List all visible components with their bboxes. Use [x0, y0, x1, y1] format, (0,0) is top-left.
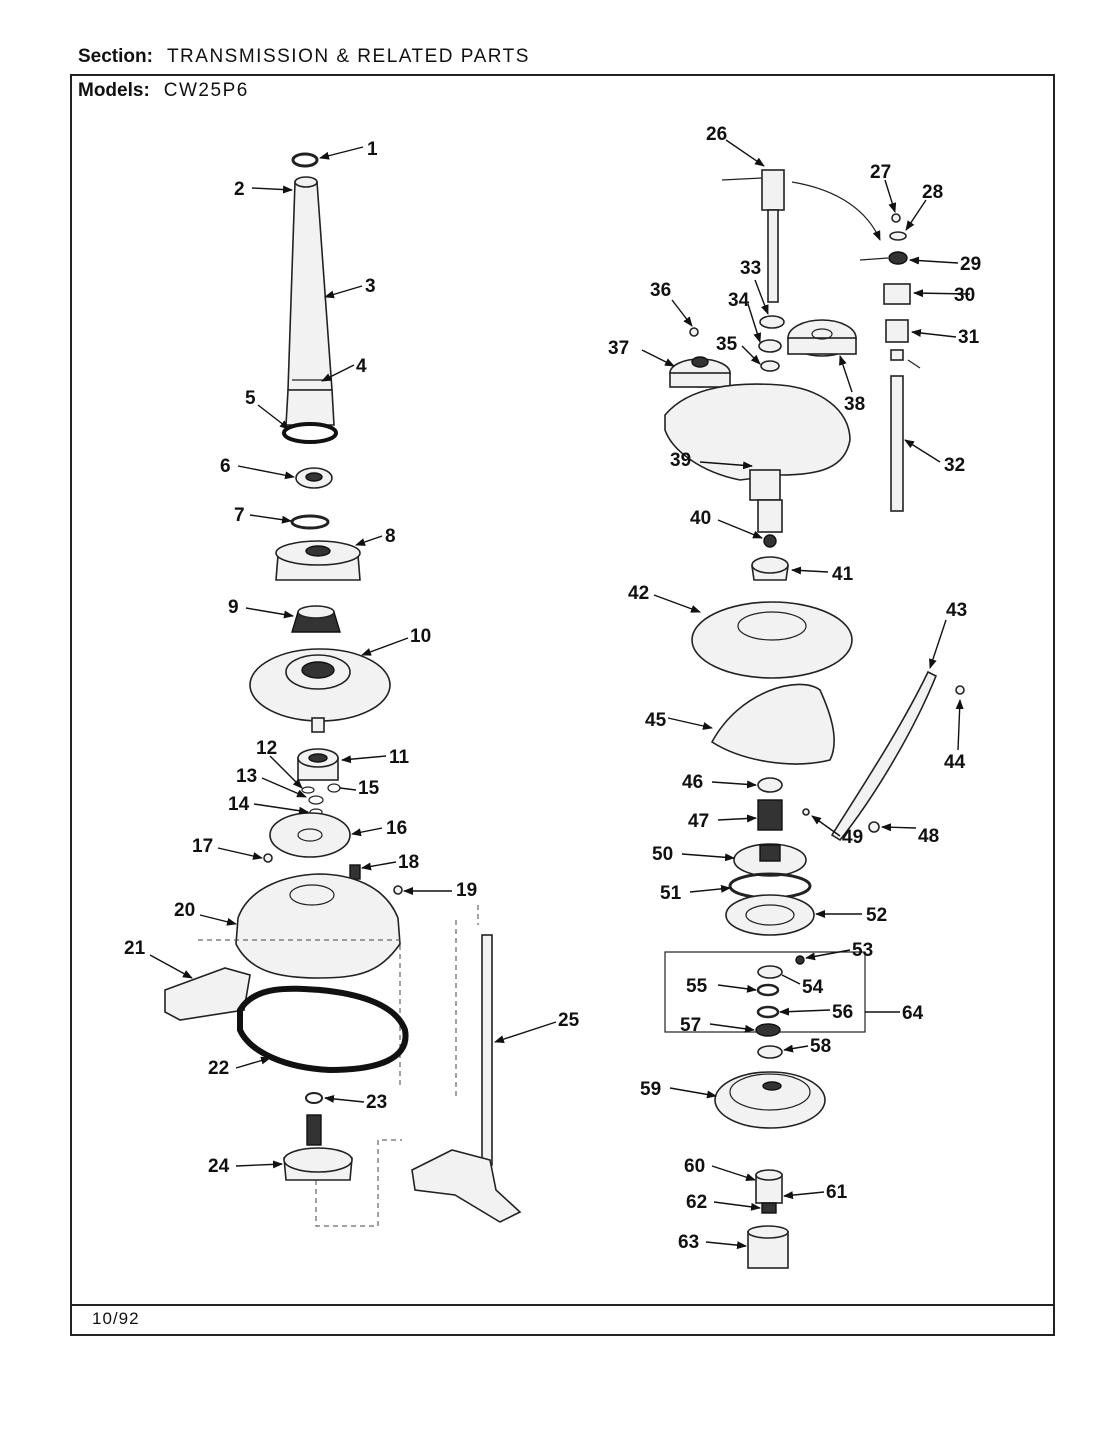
callout-39: 39	[670, 450, 691, 471]
callout-47: 47	[688, 811, 709, 832]
callout-63: 63	[678, 1232, 699, 1253]
callout-34: 34	[728, 290, 750, 311]
callout-40: 40	[690, 508, 711, 529]
callout-36: 36	[650, 280, 671, 301]
callout-16: 16	[386, 818, 407, 839]
callout-7: 7	[234, 505, 245, 526]
callout-27: 27	[870, 162, 891, 183]
left-assembly	[164, 152, 522, 1227]
callout-62: 62	[686, 1192, 707, 1213]
callout-50: 50	[652, 844, 673, 865]
callout-29: 29	[960, 254, 981, 275]
callout-57: 57	[680, 1015, 701, 1036]
callout-12: 12	[256, 738, 277, 759]
callout-55: 55	[686, 976, 708, 997]
section-value: TRANSMISSION & RELATED PARTS	[166, 46, 530, 67]
callout-24: 24	[208, 1156, 230, 1177]
leader-lines	[149, 139, 971, 1250]
callout-labels: 1 2 3 4 5 6 7 8 9 10 11 12 13 14 15 16 1…	[124, 124, 981, 1253]
callout-38: 38	[844, 394, 865, 415]
models-header: Models: CW25P6	[78, 80, 249, 102]
callout-10: 10	[410, 626, 431, 647]
callout-8: 8	[385, 526, 396, 547]
callout-45: 45	[645, 710, 667, 731]
callout-6: 6	[220, 456, 231, 477]
callout-19: 19	[456, 880, 477, 901]
section-key: Section:	[78, 46, 153, 67]
callout-18: 18	[398, 852, 419, 873]
callout-32: 32	[944, 455, 965, 476]
callout-31: 31	[958, 327, 980, 348]
callout-17: 17	[192, 836, 213, 857]
callout-44: 44	[944, 752, 966, 773]
callout-46: 46	[682, 772, 703, 793]
callout-28: 28	[922, 182, 943, 203]
callout-23: 23	[366, 1092, 387, 1113]
callout-48: 48	[918, 826, 939, 847]
callout-21: 21	[124, 938, 146, 959]
callout-3: 3	[365, 276, 376, 297]
callout-56: 56	[832, 1002, 853, 1023]
section-header: Section: TRANSMISSION & RELATED PARTS	[78, 46, 530, 68]
callout-33: 33	[740, 258, 761, 279]
callout-20: 20	[174, 900, 195, 921]
callout-41: 41	[832, 564, 854, 585]
callout-43: 43	[946, 600, 967, 621]
callout-42: 42	[628, 583, 649, 604]
diagram-frame	[70, 74, 1055, 1336]
callout-60: 60	[684, 1156, 705, 1177]
footer-divider	[70, 1304, 1055, 1306]
callout-30: 30	[954, 285, 975, 306]
callout-11: 11	[389, 747, 410, 768]
footer-date: 10/92	[92, 1309, 140, 1328]
callout-52: 52	[866, 905, 887, 926]
callout-58: 58	[810, 1036, 831, 1057]
callout-64: 64	[902, 1003, 924, 1024]
callout-53: 53	[852, 940, 873, 961]
callout-1: 1	[367, 139, 378, 160]
models-value: CW25P6	[163, 80, 249, 101]
callout-51: 51	[660, 883, 682, 904]
models-key: Models:	[78, 80, 150, 101]
callout-4: 4	[356, 356, 367, 377]
callout-37: 37	[608, 338, 629, 359]
callout-15: 15	[358, 778, 380, 799]
callout-25: 25	[558, 1010, 580, 1031]
callout-54: 54	[802, 977, 824, 998]
callout-22: 22	[208, 1058, 229, 1079]
callout-2: 2	[234, 179, 245, 200]
callout-26: 26	[706, 124, 727, 145]
callout-13: 13	[236, 766, 257, 787]
callout-59: 59	[640, 1079, 661, 1100]
right-assembly	[664, 169, 965, 1269]
callout-35: 35	[716, 334, 738, 355]
callout-9: 9	[228, 597, 239, 618]
callout-14: 14	[228, 794, 250, 815]
callout-5: 5	[245, 388, 256, 409]
callout-61: 61	[826, 1182, 848, 1203]
callout-49: 49	[842, 827, 863, 848]
